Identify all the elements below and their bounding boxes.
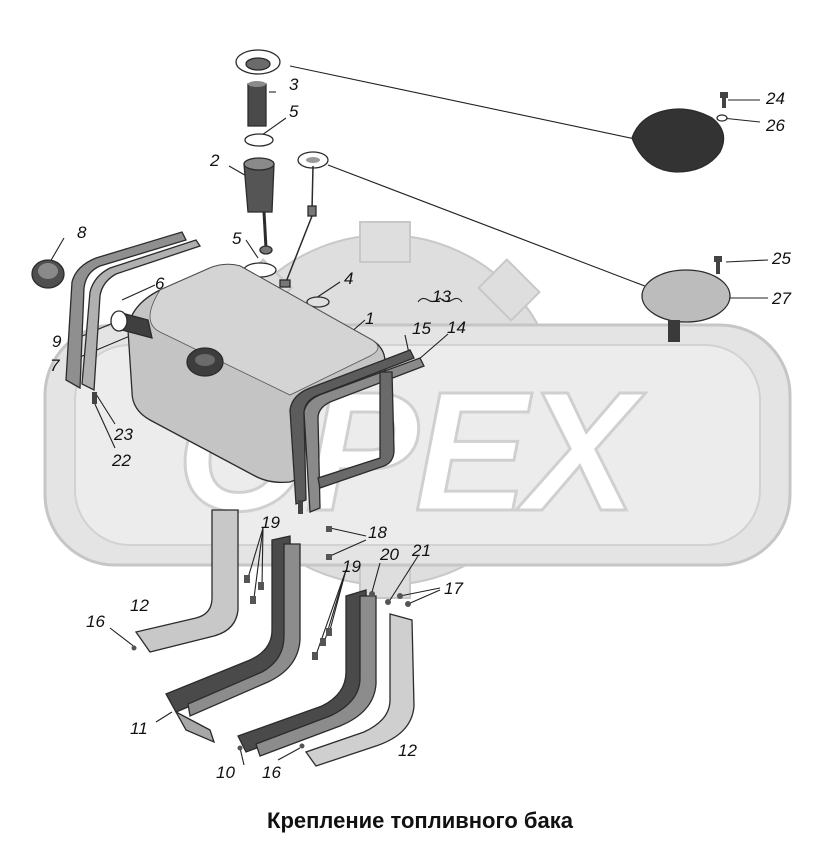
callout-26: 26 xyxy=(765,116,785,135)
washer-4 xyxy=(306,296,330,308)
callout-24: 24 xyxy=(765,89,785,108)
callout-27: 27 xyxy=(771,289,791,308)
callout-22: 22 xyxy=(111,451,131,470)
callout-16: 16 xyxy=(262,763,281,782)
diagram-caption: Крепление топливного бака xyxy=(267,808,574,833)
tank-cover-upper xyxy=(631,92,728,173)
callout-5: 5 xyxy=(289,102,299,121)
callout-1: 1 xyxy=(365,309,374,328)
gasket-upper xyxy=(244,133,274,147)
callout-20: 20 xyxy=(379,545,399,564)
bracket-right xyxy=(237,589,415,767)
filler-pipe-upper xyxy=(247,81,267,127)
right-clamp-band xyxy=(289,349,425,514)
bolts xyxy=(131,526,411,751)
callout-labels: 3 5 2 5 4 8 6 9 7 23 22 1 13 15 14 24 26… xyxy=(50,75,791,782)
callout-13: 13 xyxy=(432,287,451,306)
tank-neck xyxy=(110,310,153,339)
callout-14: 14 xyxy=(447,318,466,337)
fuel-cap xyxy=(31,259,65,289)
callout-7: 7 xyxy=(50,356,60,375)
callout-12: 12 xyxy=(398,741,417,760)
callout-15: 15 xyxy=(412,319,431,338)
callout-9: 9 xyxy=(52,332,62,351)
filler-pipe-lower xyxy=(243,157,275,255)
callout-19: 19 xyxy=(261,513,280,532)
parts xyxy=(31,49,731,767)
callout-10: 10 xyxy=(216,763,235,782)
callout-23: 23 xyxy=(113,425,133,444)
level-sender xyxy=(279,151,329,288)
callout-25: 25 xyxy=(771,249,791,268)
callout-21: 21 xyxy=(411,541,431,560)
tank-cover-lower xyxy=(641,256,731,342)
left-strap xyxy=(65,231,202,404)
bracket-left xyxy=(134,509,301,744)
callout-3: 3 xyxy=(289,75,299,94)
callout-19: 19 xyxy=(342,557,361,576)
callout-18: 18 xyxy=(368,523,387,542)
callout-4: 4 xyxy=(344,269,353,288)
callout-5: 5 xyxy=(232,229,242,248)
callout-11: 11 xyxy=(130,719,148,738)
callout-12: 12 xyxy=(130,596,149,615)
callout-17: 17 xyxy=(444,579,463,598)
fuel-tank xyxy=(127,263,386,484)
callout-16: 16 xyxy=(86,612,105,631)
callout-8: 8 xyxy=(77,223,87,242)
filler-cap-flange xyxy=(235,49,281,75)
callout-2: 2 xyxy=(209,151,220,170)
callout-6: 6 xyxy=(155,274,165,293)
